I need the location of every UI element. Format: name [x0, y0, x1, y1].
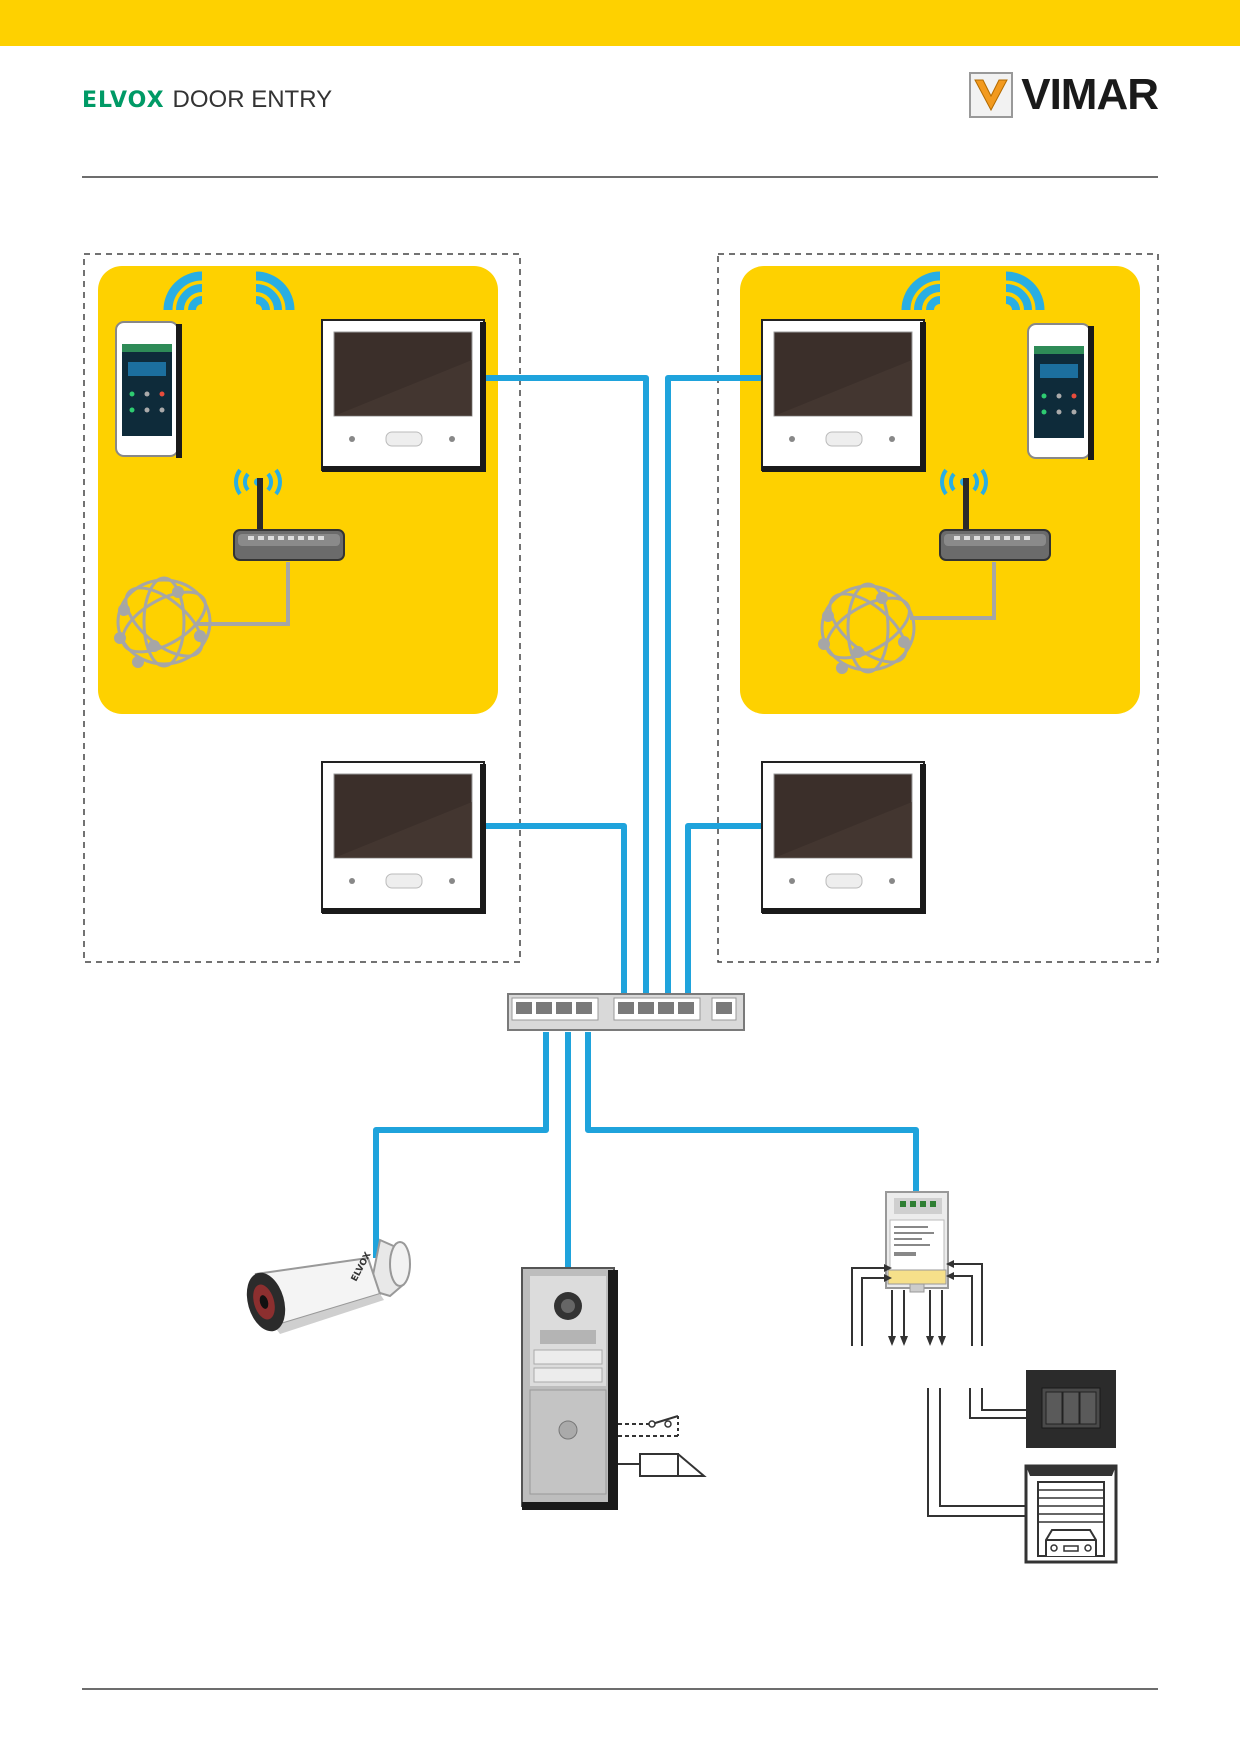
cable-io-module [585, 1032, 919, 1192]
network-switch-icon [507, 993, 745, 1031]
io-wiring [851, 1263, 1026, 1517]
cctv-camera-icon: ELVOX [246, 1238, 411, 1334]
vimar-shield-icon [969, 72, 1014, 118]
cable-monitor-right [685, 823, 762, 996]
outdoor-station-icon [521, 1267, 618, 1510]
vimar-logo: VIMAR [969, 70, 1159, 120]
smartphone-icon [1027, 323, 1095, 461]
door-lock-icon [618, 1453, 707, 1477]
company-name: VIMAR [1021, 70, 1159, 119]
top-color-band [0, 0, 1240, 46]
network-cables [373, 375, 919, 1270]
io-arrows [884, 1260, 954, 1346]
io-module-icon [885, 1191, 949, 1293]
elvox-logo: ELVOX [82, 88, 165, 113]
cable-monitor-left [484, 823, 627, 996]
video-monitor-icon [761, 761, 927, 915]
cable-monitor-wifi-right [665, 375, 762, 996]
garage-door-icon [1024, 1464, 1118, 1564]
cable-monitor-wifi-left [484, 375, 649, 996]
internet-cable-left [196, 562, 290, 626]
header-rule [82, 176, 1158, 178]
apartment-zone-right [717, 253, 1159, 963]
smartphone-icon [115, 321, 183, 459]
video-monitor-icon [761, 319, 927, 473]
video-monitor-icon [321, 761, 487, 915]
cable-camera [373, 1032, 549, 1258]
brand-subtitle: DOOR ENTRY [172, 86, 333, 113]
internet-cable-right [910, 562, 996, 620]
wall-switch-icon [1026, 1370, 1116, 1448]
door-contact-icon [618, 1415, 679, 1437]
footer-rule [82, 1688, 1158, 1690]
video-monitor-icon [321, 319, 487, 473]
brand-logo: ELVOX DOOR ENTRY [82, 86, 332, 114]
